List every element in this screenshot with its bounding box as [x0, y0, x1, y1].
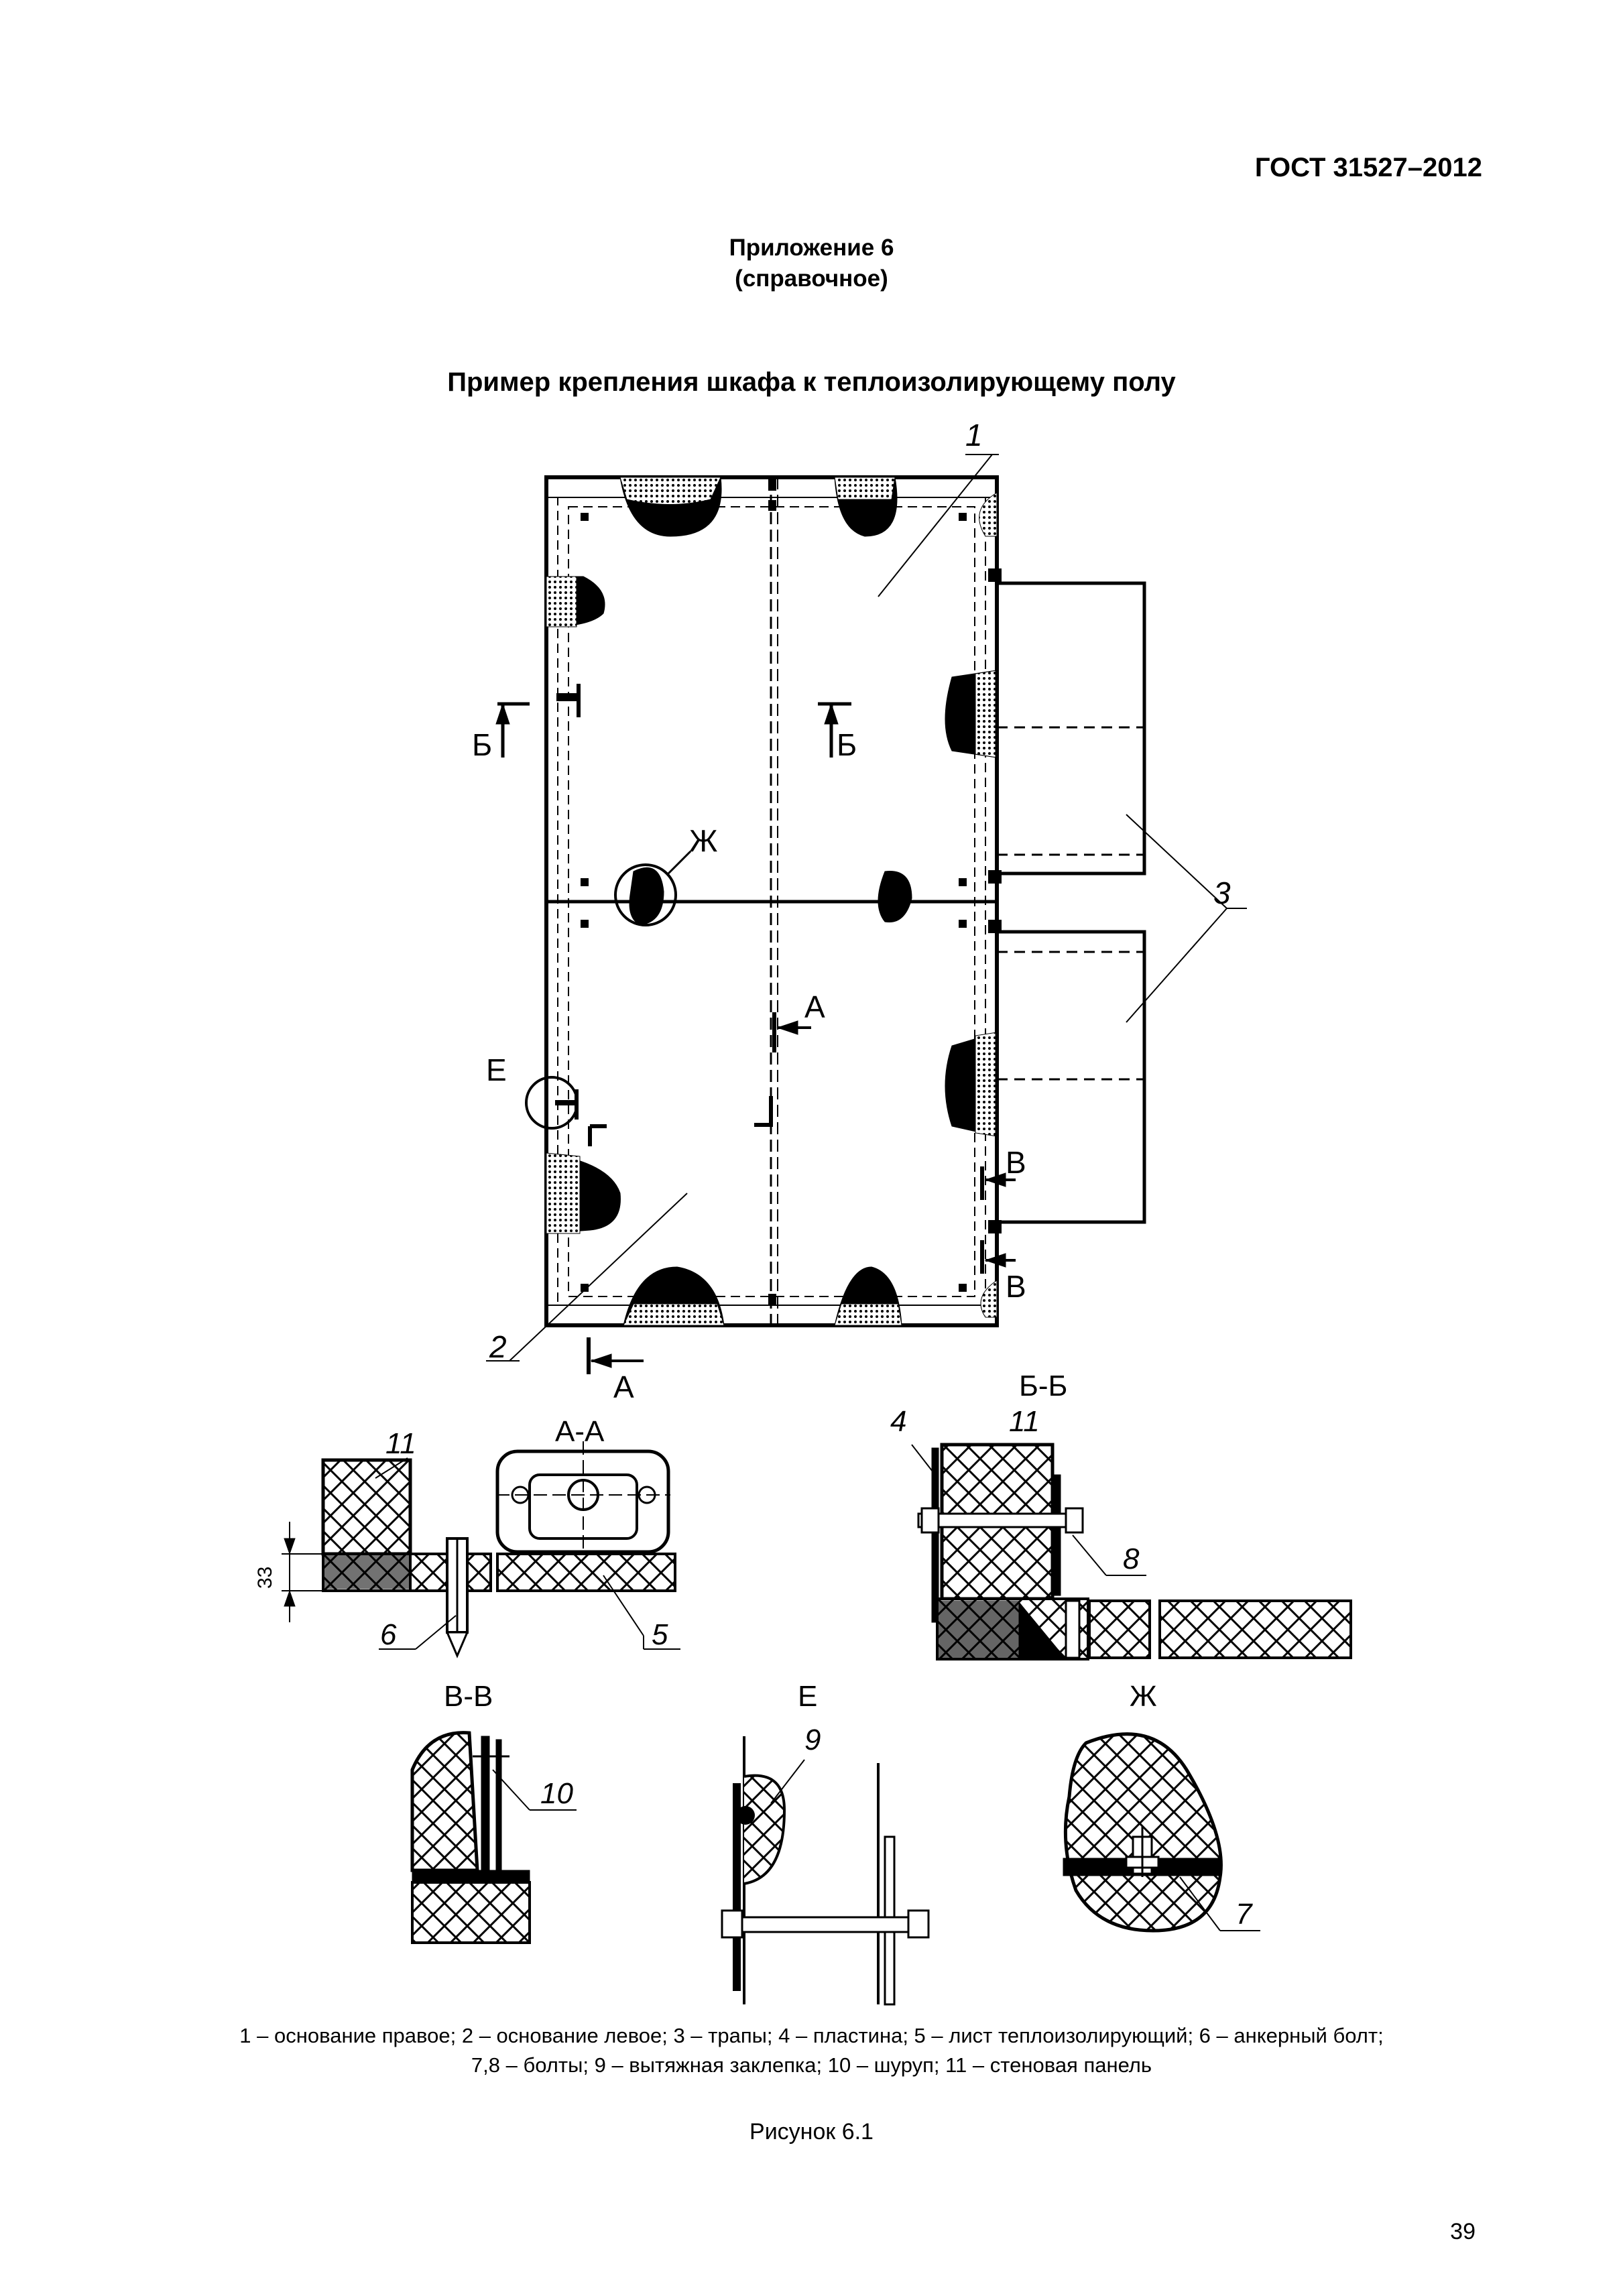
- label-a-bottom: А: [613, 1370, 634, 1404]
- label-11-right: 11: [1009, 1405, 1040, 1438]
- section-e: [721, 1736, 930, 2006]
- label-8: 8: [1123, 1543, 1140, 1575]
- label-4: 4: [890, 1405, 906, 1438]
- label-2: 2: [489, 1329, 507, 1364]
- figure-title: Пример крепления шкафа к теплоизолирующе…: [447, 367, 1176, 397]
- label-9: 9: [804, 1724, 821, 1756]
- appendix-type: (справочное): [735, 265, 888, 292]
- anchor-section: [282, 1457, 492, 1658]
- page-number: 39: [1450, 2219, 1476, 2244]
- label-5: 5: [652, 1618, 668, 1651]
- legend-line-2: 7,8 – болты; 9 – вытяжная заклепка; 10 –…: [471, 2053, 1152, 2077]
- standard-number: ГОСТ 31527–2012: [1254, 153, 1482, 182]
- label-11-left: 11: [385, 1427, 416, 1460]
- section-zh: [1063, 1732, 1260, 1933]
- label-a-top: А: [804, 989, 825, 1024]
- label-v2: В: [1006, 1269, 1026, 1304]
- appendix-number: Приложение 6: [729, 235, 894, 261]
- section-vv-title: В-В: [444, 1680, 493, 1713]
- label-7: 7: [1236, 1898, 1253, 1931]
- label-b-right: Б: [837, 727, 857, 762]
- dimension-33: 33: [254, 1567, 276, 1589]
- figure-caption: Рисунок 6.1: [749, 2119, 874, 2144]
- section-zh-title: Ж: [1130, 1680, 1157, 1713]
- label-6: 6: [380, 1618, 397, 1651]
- label-10: 10: [540, 1777, 573, 1810]
- legend-line-1: 1 – основание правое; 2 – основание лево…: [239, 2024, 1384, 2047]
- label-3: 3: [1213, 875, 1231, 910]
- section-aa: [495, 1441, 680, 1650]
- section-aa-title: А-А: [555, 1415, 605, 1448]
- label-b-left: Б: [472, 727, 492, 762]
- label-1: 1: [965, 418, 983, 452]
- section-bb: [911, 1443, 1352, 1660]
- label-v1: В: [1006, 1145, 1026, 1180]
- label-e: Е: [486, 1052, 507, 1087]
- section-bb-title: Б-Б: [1019, 1370, 1067, 1402]
- section-e-title: Е: [798, 1680, 817, 1713]
- section-vv: [410, 1731, 577, 1944]
- label-zh: Ж: [689, 823, 717, 858]
- plan-view: [486, 454, 1247, 1374]
